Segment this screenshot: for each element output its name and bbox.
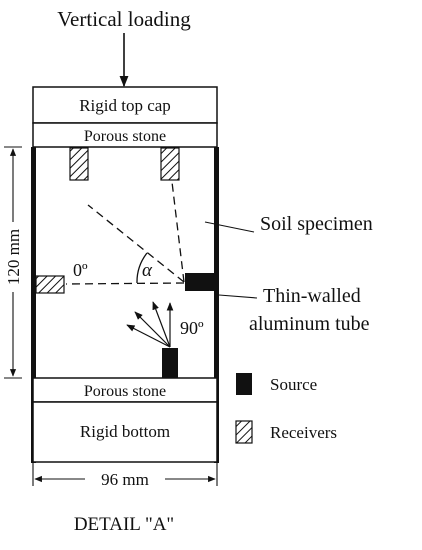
source-bottom <box>162 348 178 378</box>
legend-source-swatch <box>236 373 252 395</box>
fan-arrow-1 <box>126 324 171 348</box>
detail-caption: DETAIL "A" <box>74 514 174 535</box>
tube-wall-left <box>31 147 36 463</box>
width-dim-label: 96 mm <box>101 470 149 489</box>
soil-specimen-label: Soil specimen <box>260 213 373 235</box>
path-horizontal-zero <box>65 282 185 285</box>
receiver-top-left <box>69 147 89 181</box>
vertical-loading-label: Vertical loading <box>57 7 191 31</box>
path-to-top-left-receiver <box>87 204 185 283</box>
thin-walled-label-line2: aluminum tube <box>249 313 370 335</box>
thin-walled-leader <box>218 294 258 299</box>
legend-receivers-label: Receivers <box>270 423 337 442</box>
legend-source-label: Source <box>270 375 317 394</box>
porous-stone-bottom <box>32 377 218 403</box>
rigid-bottom-label: Rigid bottom <box>80 422 170 441</box>
legend-receivers-swatch <box>235 420 253 444</box>
receiver-side-left <box>35 275 65 294</box>
angle-alpha-label: α <box>142 260 153 281</box>
angle-ninety-label: 90º <box>180 318 204 338</box>
height-dim-label: 120 mm <box>4 229 23 285</box>
angle-zero-label: 0º <box>73 260 88 280</box>
path-to-top-right-receiver <box>171 181 185 283</box>
thin-walled-label-line1: Thin-walled <box>263 285 361 307</box>
porous-stone-bottom-label: Porous stone <box>84 383 166 400</box>
source-side-right <box>185 273 215 291</box>
fan-arrow-2 <box>134 311 171 348</box>
fan-arrow-3 <box>152 301 171 348</box>
soil-specimen-leader <box>204 221 255 233</box>
tube-wall-right <box>214 147 219 463</box>
rigid-bottom <box>32 401 218 463</box>
porous-stone-top <box>32 122 218 148</box>
alpha-arc <box>136 252 148 284</box>
receiver-top-right <box>160 147 180 181</box>
porous-stone-top-label: Porous stone <box>84 128 166 145</box>
rigid-top-cap-label: Rigid top cap <box>79 96 171 115</box>
